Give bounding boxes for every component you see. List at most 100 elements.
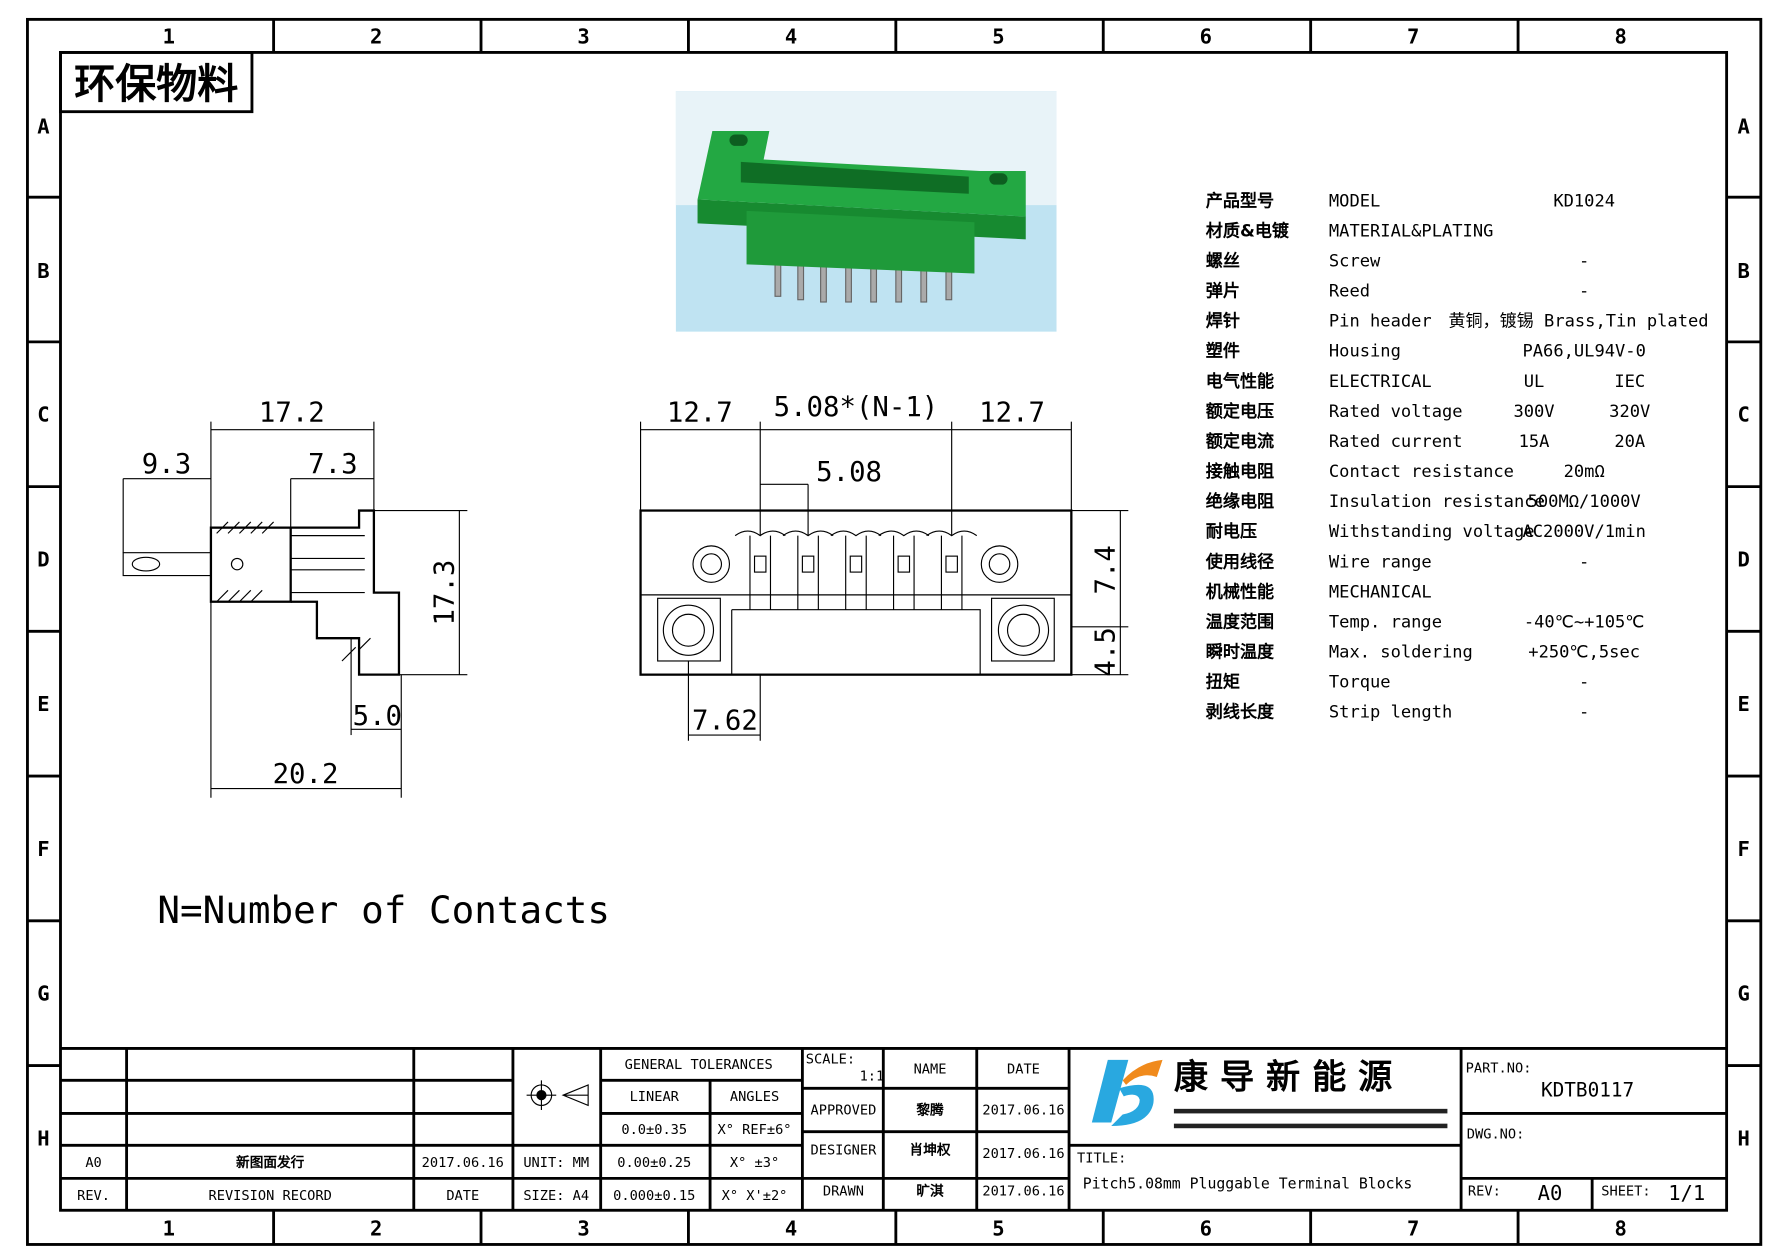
spec-label-en: Withstanding voltage (1329, 522, 1535, 542)
dim-front-left: 12.7 (667, 398, 733, 429)
name-header: NAME (914, 1062, 947, 1078)
column-marker: 6 (1200, 1216, 1212, 1240)
column-marker: 8 (1614, 24, 1626, 48)
row-marker: E (1738, 692, 1750, 716)
spec-value-ul: 300V (1513, 402, 1554, 422)
date-drawn: 2017.06.16 (982, 1183, 1064, 1199)
spec-value: -40℃~+105℃ (1524, 612, 1645, 632)
row-marker: G (37, 982, 49, 1006)
dim-front-right: 12.7 (979, 398, 1045, 429)
spec-label-en: Screw (1329, 251, 1381, 271)
dim-side-height: 17.3 (430, 560, 461, 626)
dim-side-pin: 9.3 (142, 449, 191, 480)
spec-label-cn: 产品型号 (1206, 190, 1274, 211)
spec-value: PA66,UL94V-0 (1522, 342, 1645, 362)
company-logo (1091, 1059, 1448, 1129)
spec-value: - (1579, 552, 1589, 572)
spec-label-cn: 材质&电镀 (1206, 220, 1290, 241)
row-marker: H (1738, 1126, 1750, 1150)
record-header: REVISION RECORD (209, 1188, 332, 1204)
unit: UNIT: MM (523, 1155, 589, 1171)
spec-label-en: Rated voltage (1329, 402, 1463, 422)
spec-value: - (1579, 282, 1589, 302)
front-view-drawing (639, 421, 1129, 741)
spec-label-en: Rated current (1329, 432, 1463, 452)
row-marker: F (1738, 837, 1750, 861)
name-designer: 肖坤权 (910, 1141, 951, 1158)
rev-row-record: 新图面发行 (236, 1154, 305, 1171)
part-number: KDTB0117 (1541, 1078, 1634, 1101)
scale-value: 1:1 (860, 1068, 885, 1084)
row-marker: H (37, 1126, 49, 1150)
column-marker: 1 (163, 1216, 175, 1240)
note-contacts: N=Number of Contacts (157, 888, 610, 932)
spec-label-en: MATERIAL&PLATING (1329, 221, 1494, 241)
tol-linear-1: 0.0±0.35 (621, 1122, 687, 1138)
column-marker: 5 (992, 1216, 1004, 1240)
row-marker: A (1738, 114, 1751, 138)
spec-label-cn: 绝缘电阻 (1206, 491, 1274, 512)
product-photo (675, 91, 1057, 332)
paper-size: SIZE: A4 (523, 1188, 589, 1204)
dwg-no-label: DWG.NO: (1467, 1126, 1525, 1142)
tol-linear-3: 0.000±0.15 (613, 1188, 695, 1204)
scale-label: SCALE: (806, 1051, 855, 1067)
spec-label-cn: 耐电压 (1206, 521, 1257, 542)
sheet-label: SHEET: (1601, 1183, 1650, 1199)
spec-label-cn: 剥线长度 (1206, 702, 1275, 723)
column-marker: 4 (785, 24, 797, 48)
column-marker: 5 (992, 24, 1004, 48)
spec-value-ul: UL (1524, 372, 1545, 392)
spec-value-iec: 320V (1609, 402, 1650, 422)
dim-front-pitch-formula: 5.08*(N-1) (774, 392, 939, 423)
linear-label: LINEAR (630, 1089, 680, 1105)
row-marker: B (37, 259, 49, 283)
column-marker: 4 (785, 1216, 797, 1240)
tol-linear-2: 0.00±0.25 (617, 1155, 691, 1171)
drawing-title: Pitch5.08mm Pluggable Terminal Blocks (1083, 1176, 1413, 1193)
part-no-label: PART.NO: (1466, 1060, 1532, 1076)
role-approved: APPROVED (811, 1103, 877, 1119)
title-label: TITLE: (1077, 1150, 1126, 1166)
spec-label-cn: 弹片 (1206, 281, 1240, 302)
column-marker: 7 (1407, 24, 1419, 48)
dim-front-offset: 7.62 (692, 705, 758, 736)
spec-value: 500MΩ/1000V (1528, 492, 1641, 512)
angles-label: ANGLES (730, 1089, 779, 1105)
name-approved: 黎腾 (916, 1102, 944, 1119)
spec-label-en: Strip length (1329, 703, 1452, 723)
column-marker: 1 (163, 24, 175, 48)
spec-label-en: Max. soldering (1329, 643, 1473, 663)
spec-label-cn: 使用线径 (1205, 551, 1274, 572)
dim-side-total: 20.2 (273, 759, 339, 790)
tol-angle-2: X° ±3° (730, 1155, 779, 1171)
row-marker: A (37, 114, 50, 138)
dim-side-width: 17.2 (259, 398, 325, 429)
sheet-value: 1/1 (1668, 1181, 1705, 1205)
date-approved: 2017.06.16 (982, 1103, 1064, 1119)
spec-label-cn: 塑件 (1206, 341, 1240, 362)
spec-value: - (1579, 251, 1589, 271)
spec-value: - (1579, 673, 1589, 693)
tol-angle-3: X° X'±2° (722, 1188, 788, 1204)
spec-label-en: MECHANICAL (1329, 582, 1432, 602)
name-drawn: 旷淇 (916, 1182, 944, 1199)
spec-label-en: Torque (1329, 673, 1391, 693)
rev-label: REV: (1468, 1183, 1501, 1199)
spec-value: - (1579, 703, 1589, 723)
spec-value: 20mΩ (1564, 462, 1605, 482)
tolerance-symbol-icon (526, 1080, 589, 1110)
spec-label-cn: 瞬时温度 (1206, 642, 1275, 663)
date-col-header: DATE (1007, 1062, 1040, 1078)
row-marker: C (37, 403, 49, 427)
dim-front-height: 7.4 (1091, 545, 1122, 594)
column-marker: 7 (1407, 1216, 1419, 1240)
column-marker: 6 (1200, 24, 1212, 48)
date-header: DATE (446, 1188, 479, 1204)
spec-value: +250℃,5sec (1528, 643, 1640, 663)
row-marker: G (1738, 982, 1750, 1006)
spec-label-en: Wire range (1329, 552, 1432, 572)
date-designer: 2017.06.16 (982, 1146, 1064, 1162)
spec-label-en: ELECTRICAL (1329, 372, 1432, 392)
